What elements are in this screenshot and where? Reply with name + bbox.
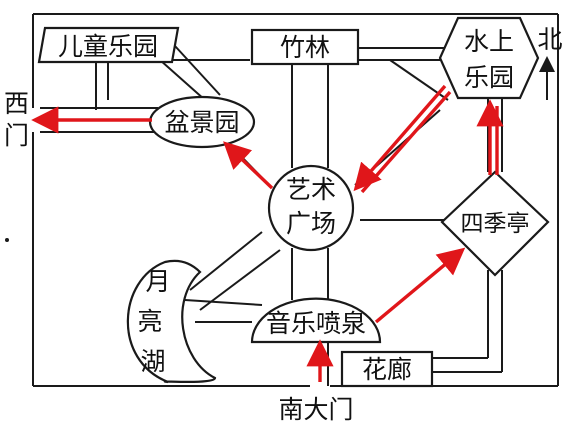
moon-lake-label-3: 湖 [140, 347, 165, 376]
dot-mark [5, 238, 9, 242]
water-park[interactable]: 水上 乐园 [438, 16, 540, 100]
bonsai-garden[interactable]: 盆景园 [148, 95, 256, 149]
west-gate-label-2: 门 [4, 121, 29, 150]
west-gate[interactable]: 西 门 [4, 89, 29, 150]
flower-corridor[interactable]: 花廊 [340, 350, 434, 388]
four-seasons-label: 四季亭 [461, 211, 530, 237]
route-square-to-bonsai [223, 141, 274, 190]
tour-route [31, 84, 504, 382]
route-fountain-to-pavilion [374, 247, 466, 324]
south-gate-label[interactable]: 南大门 [278, 395, 353, 424]
moon-lake[interactable]: 月 亮 湖 [126, 259, 217, 384]
corridor-label: 花廊 [362, 355, 412, 384]
road-network [40, 45, 503, 386]
bamboo-label: 竹林 [280, 33, 330, 62]
moon-lake-label-2: 亮 [137, 307, 162, 336]
north-label: 北 [537, 25, 562, 54]
compass: 北 [537, 25, 563, 100]
water-park-label-1: 水上 [464, 27, 514, 56]
four-seasons-pavilion[interactable]: 四季亭 [440, 170, 550, 277]
art-square-label-2: 广场 [286, 209, 336, 238]
route-waterpark-to-square [353, 84, 447, 192]
bamboo-grove[interactable]: 竹林 [250, 28, 360, 66]
fountain-label: 音乐喷泉 [266, 309, 366, 338]
children-park-label: 儿童乐园 [58, 32, 158, 61]
route-waterpark-to-square-2 [360, 90, 452, 194]
art-square[interactable]: 艺术 广场 [267, 164, 355, 252]
west-gate-label-1: 西 [4, 89, 29, 118]
bonsai-label: 盆景园 [164, 108, 239, 137]
music-fountain[interactable]: 音乐喷泉 [250, 297, 382, 344]
art-square-label-1: 艺术 [286, 175, 336, 204]
water-park-label-2: 乐园 [464, 63, 514, 92]
children-park[interactable]: 儿童乐园 [37, 26, 180, 64]
moon-lake-label-1: 月 [145, 267, 170, 296]
